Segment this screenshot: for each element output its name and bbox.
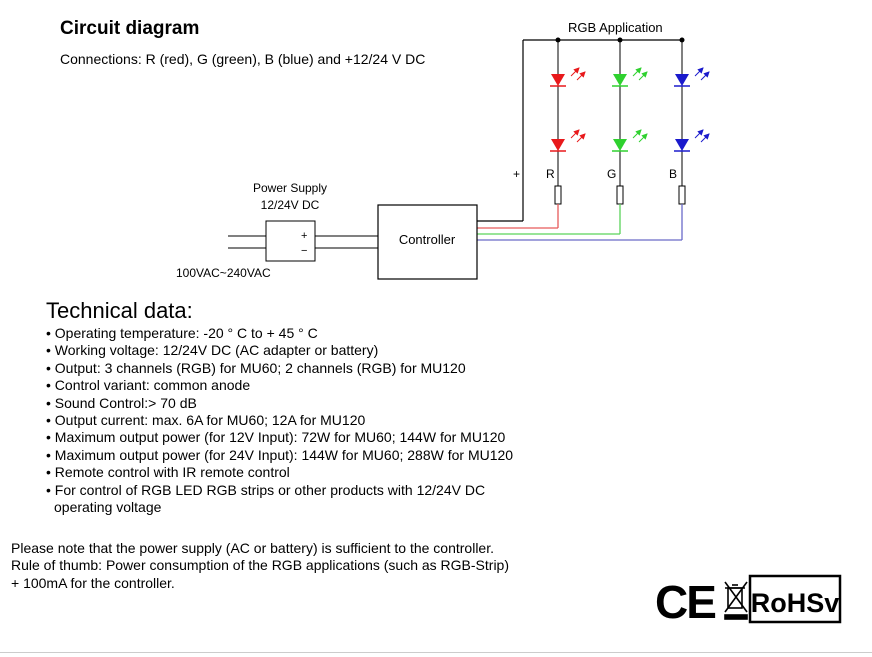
power-note: Please note that the power supply (AC or… xyxy=(11,540,509,592)
red-channel xyxy=(550,40,586,228)
led-green-1 xyxy=(613,74,627,86)
technical-data-heading: Technical data: xyxy=(46,298,193,323)
list-item: • Output: 3 channels (RGB) for MU60; 2 c… xyxy=(46,359,466,376)
rohs-frame xyxy=(748,574,842,624)
controller-label: Controller xyxy=(399,232,456,247)
resistor-blue xyxy=(678,185,686,205)
resistor-green xyxy=(616,185,624,205)
psu-minus-sign: − xyxy=(301,245,307,257)
weee-bin-icon xyxy=(724,581,748,620)
list-item: • Maximum output power (for 24V Input): … xyxy=(46,446,514,463)
power-supply-box xyxy=(265,220,316,262)
circuit-diagram: RGB Application + R G xyxy=(176,20,710,280)
blue-channel xyxy=(674,40,710,240)
list-item: • Sound Control:> 70 dB xyxy=(46,394,197,411)
ce-mark: CE xyxy=(655,576,715,626)
list-item-continuation-text: operating voltage xyxy=(54,499,162,516)
led-blue-2 xyxy=(675,139,689,151)
certification-marks: CE RoHSv xyxy=(655,574,842,626)
list-item: • Operating temperature: -20 ° C to + 45… xyxy=(46,325,318,341)
power-supply-voltage: 12/24V DC xyxy=(261,198,320,212)
page-title: Circuit diagram xyxy=(60,18,200,39)
led-red-1 xyxy=(551,74,565,86)
channel-label-g: G xyxy=(607,167,616,181)
green-channel xyxy=(612,40,648,234)
list-item: • For control of RGB LED RGB strips or o… xyxy=(46,481,486,498)
list-item: • Remote control with IR remote control xyxy=(46,464,290,481)
rohs-mark: RoHSv xyxy=(751,588,840,618)
controller-box xyxy=(377,204,478,280)
led-red-2 xyxy=(551,139,565,151)
channel-label-b: B xyxy=(669,167,677,181)
rgb-application-label: RGB Application xyxy=(568,20,663,35)
common-plus-label: + xyxy=(513,167,520,181)
note-line-2: Rule of thumb: Power consumption of the … xyxy=(11,557,509,574)
led-green-2 xyxy=(613,139,627,151)
list-item: • Working voltage: 12/24V DC (AC adapter… xyxy=(46,342,379,359)
led-blue-1 xyxy=(675,74,689,86)
note-line-3: + 100mA for the controller. xyxy=(11,574,175,591)
power-supply-label: Power Supply xyxy=(253,181,327,195)
list-item: • Maximum output power (for 12V Input): … xyxy=(46,429,506,446)
technical-data-list: • Operating temperature: -20 ° C to + 45… xyxy=(46,325,513,516)
resistor-red xyxy=(554,185,562,205)
list-item: • Control variant: common anode xyxy=(46,377,251,394)
mains-voltage-label: 100VAC~240VAC xyxy=(176,266,271,280)
channel-label-r: R xyxy=(546,167,555,181)
connections-subtitle: Connections: R (red), G (green), B (blue… xyxy=(60,51,426,67)
bottom-divider xyxy=(0,652,872,653)
psu-plus-sign: + xyxy=(301,230,307,242)
list-item: • Output current: max. 6A for MU60; 12A … xyxy=(46,412,366,429)
list-item-continuation: operating voltage xyxy=(46,499,513,516)
note-line-1: Please note that the power supply (AC or… xyxy=(11,540,494,556)
